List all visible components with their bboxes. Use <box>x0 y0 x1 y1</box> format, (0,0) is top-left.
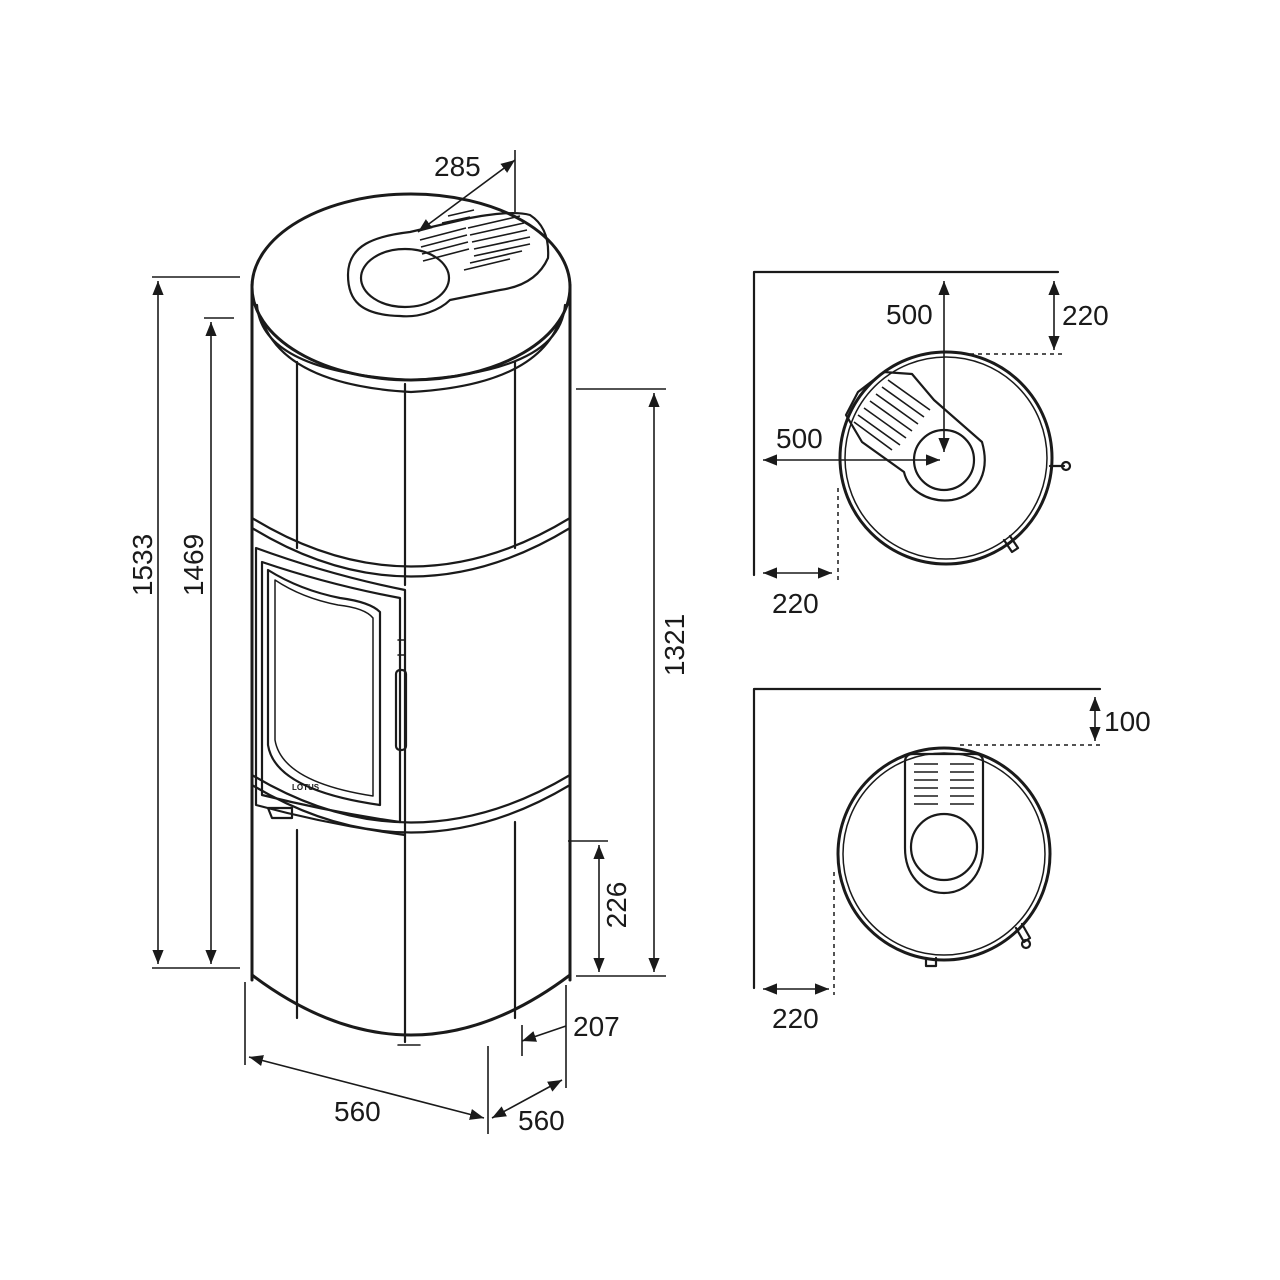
dim-label-220-side: 220 <box>772 1003 819 1034</box>
door-logo: LOTUS <box>292 783 320 792</box>
outlet-plate <box>346 211 550 318</box>
front-view-dimensions: 285 1533 1469 1321 226 207 560 560 <box>127 150 690 1136</box>
corner-walls <box>752 687 1102 990</box>
door-handle <box>394 668 408 752</box>
dim-label-220-back: 220 <box>1062 300 1109 331</box>
air-control-lever <box>266 806 294 820</box>
corner-walls <box>752 270 1060 577</box>
dim-label-500-back: 500 <box>886 299 933 330</box>
flue-outlet-opening <box>359 247 451 309</box>
outlet-plate <box>844 370 986 502</box>
grille-slots <box>853 379 931 451</box>
dim-arrow-560-width <box>248 1055 485 1120</box>
dim-label-207: 207 <box>573 1011 620 1042</box>
door-frame <box>254 546 407 837</box>
dim-label-1533: 1533 <box>127 534 158 596</box>
stove-footprint-circle <box>836 746 1052 962</box>
stove-footprint-circle <box>838 350 1054 566</box>
dim-label-1321: 1321 <box>659 614 690 676</box>
dim-label-285: 285 <box>434 151 481 182</box>
top-cover-outer-ellipse <box>250 192 572 382</box>
stove-top-cover <box>250 192 572 394</box>
dim-label-560-depth: 560 <box>518 1105 565 1136</box>
dim-label-100-back: 100 <box>1104 706 1151 737</box>
dim-label-1469: 1469 <box>178 534 209 596</box>
stove-door: LOTUS <box>254 546 408 837</box>
dim-label-560-width: 560 <box>334 1096 381 1127</box>
dim-arrow-560-depth <box>491 1079 563 1119</box>
dim-label-226: 226 <box>601 882 632 929</box>
flue-outlet-opening <box>909 812 979 882</box>
dim-label-500-side: 500 <box>776 423 823 454</box>
corner-view-top-outlet: 500 220 500 220 <box>752 270 1109 619</box>
outlet-plate <box>903 752 985 895</box>
dim-arrow-207 <box>521 1025 567 1042</box>
grille-slots <box>914 763 974 805</box>
corner-view-rear-outlet: 100 220 <box>752 687 1151 1034</box>
dim-label-220-side: 220 <box>772 588 819 619</box>
door-glass <box>266 568 382 807</box>
dim-arrow-285 <box>417 159 516 233</box>
stove-body-bottom-curve <box>250 973 572 1037</box>
stove-front-view: LOTUS <box>250 192 572 1046</box>
